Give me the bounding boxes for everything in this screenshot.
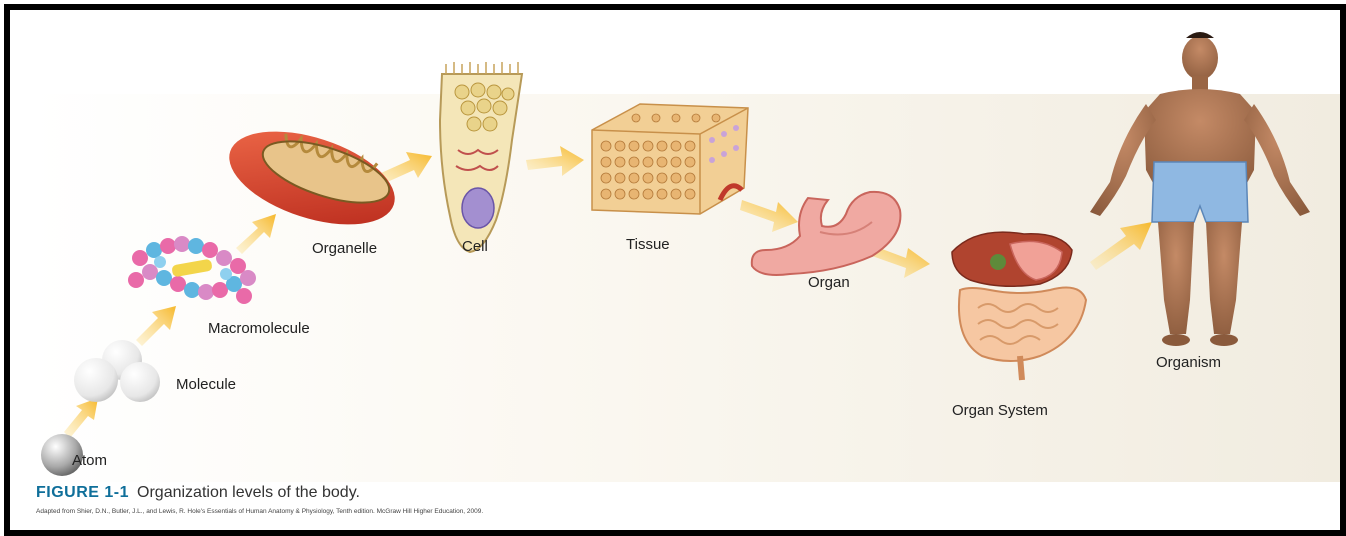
arrow-molecule-to-macromolecule [136,306,176,346]
arrow-cell-to-tissue [526,146,584,176]
figure-source-citation: Adapted from Shier, D.N., Butler, J.L., … [36,508,483,515]
label-organ: Organ [808,274,850,291]
label-organ-system: Organ System [952,402,1048,419]
macromolecule-illustration [128,236,256,304]
label-macromolecule: Macromolecule [208,320,310,337]
organelle-illustration [218,113,406,242]
figure-caption: FIGURE 1-1 Organization levels of the bod… [36,484,360,502]
label-molecule: Molecule [176,376,236,393]
arrow-organ-system-to-organism [1090,222,1152,270]
label-tissue: Tissue [626,236,670,253]
molecule-illustration [74,340,160,402]
arrow-macromolecule-to-organelle [236,214,276,254]
arrow-tissue-to-organ [740,200,798,232]
organism-illustration [1090,32,1310,346]
figure-title: Organization levels of the body. [137,484,360,501]
label-organelle: Organelle [312,240,377,257]
organ-illustration [752,192,901,275]
cell-illustration [440,62,522,252]
label-cell: Cell [462,238,488,255]
label-atom: Atom [72,452,107,469]
organ-system-illustration [952,232,1086,380]
tissue-illustration [592,104,748,214]
figure-number: FIGURE 1-1 [36,484,129,501]
label-organism: Organism [1156,354,1221,371]
arrow-atom-to-molecule [64,398,98,438]
